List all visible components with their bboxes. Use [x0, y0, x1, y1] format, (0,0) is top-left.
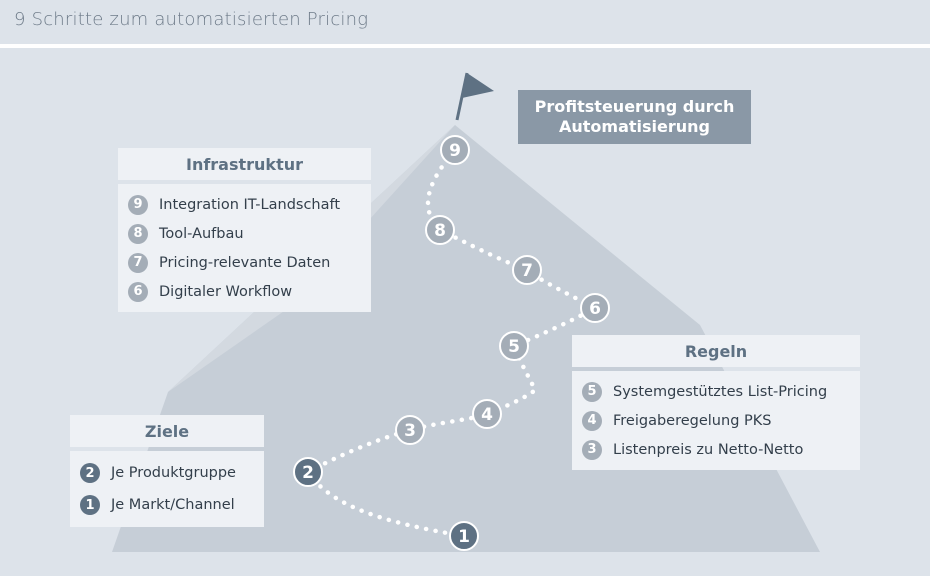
path-marker-4: 4: [472, 399, 502, 429]
regeln-box: Regeln 5 Systemgestütztes List-Pricing 4…: [572, 335, 860, 470]
path-marker-label: 2: [302, 463, 314, 483]
ziele-title: Ziele: [70, 415, 264, 447]
step-number-badge: 4: [582, 410, 602, 431]
goal-line-1: Profitsteuerung durch: [534, 97, 735, 116]
step-number-badge: 5: [582, 381, 602, 402]
path-marker-7: 7: [512, 255, 542, 285]
ziele-list: 2 Je Produktgruppe 1 Je Markt/Channel: [70, 451, 264, 527]
list-item: 1 Je Markt/Channel: [80, 489, 264, 521]
list-item: 3 Listenpreis zu Netto-Netto: [582, 435, 860, 464]
list-item: 4 Freigaberegelung PKS: [582, 406, 860, 435]
list-item-label: Freigaberegelung PKS: [613, 412, 772, 429]
list-item: 8 Tool-Aufbau: [128, 219, 371, 248]
path-marker-2: 2: [293, 457, 323, 487]
path-marker-circle: [425, 215, 455, 245]
path-marker-label: 4: [481, 405, 493, 425]
path-marker-9: 9: [440, 135, 470, 165]
path-marker-circle: [499, 331, 529, 361]
path-marker-5: 5: [499, 331, 529, 361]
path-marker-1: 1: [449, 521, 479, 551]
path-marker-8: 8: [425, 215, 455, 245]
regeln-list: 5 Systemgestütztes List-Pricing 4 Freiga…: [572, 371, 860, 470]
infrastruktur-title: Infrastruktur: [118, 148, 371, 180]
path-marker-circle: [395, 415, 425, 445]
step-number-badge: 7: [128, 252, 148, 273]
goal-line-2: Automatisierung: [559, 117, 710, 136]
list-item-label: Tool-Aufbau: [159, 225, 244, 242]
list-item: 7 Pricing-relevante Daten: [128, 248, 371, 277]
path-marker-label: 7: [521, 261, 533, 281]
regeln-title: Regeln: [572, 335, 860, 367]
step-number-badge: 9: [128, 194, 148, 215]
list-item: 6 Digitaler Workflow: [128, 277, 371, 306]
ziele-box: Ziele 2 Je Produktgruppe 1 Je Markt/Chan…: [70, 415, 264, 527]
list-item-label: Integration IT-Landschaft: [159, 196, 341, 213]
page-title: 9 Schritte zum automatisierten Pricing: [14, 9, 369, 30]
path-marker-circle: [472, 399, 502, 429]
path-marker-label: 8: [434, 221, 446, 241]
path-marker-label: 3: [404, 421, 416, 441]
path-marker-6: 6: [580, 293, 610, 323]
path-marker-label: 6: [589, 299, 601, 319]
goal-box: Profitsteuerung durch Automatisierung: [518, 90, 751, 144]
step-number-badge: 3: [582, 439, 602, 460]
list-item: 2 Je Produktgruppe: [80, 457, 264, 489]
path-marker-circle: [293, 457, 323, 487]
path-marker-circle: [580, 293, 610, 323]
path-marker-circle: [449, 521, 479, 551]
list-item-label: Systemgestütztes List-Pricing: [613, 383, 828, 400]
path-marker-3: 3: [395, 415, 425, 445]
path-marker-label: 1: [458, 527, 470, 547]
path-marker-circle: [440, 135, 470, 165]
step-number-badge: 2: [80, 463, 100, 483]
infrastruktur-list: 9 Integration IT-Landschaft 8 Tool-Aufba…: [118, 184, 371, 312]
step-number-badge: 6: [128, 281, 148, 302]
step-number-badge: 1: [80, 495, 100, 515]
list-item-label: Je Markt/Channel: [111, 497, 235, 513]
title-divider: [0, 44, 930, 48]
list-item-label: Digitaler Workflow: [159, 283, 293, 300]
step-number-badge: 8: [128, 223, 148, 244]
list-item: 5 Systemgestütztes List-Pricing: [582, 377, 860, 406]
path-marker-label: 9: [449, 141, 461, 161]
summit-flag: [455, 72, 494, 121]
infrastruktur-box: Infrastruktur 9 Integration IT-Landschaf…: [118, 148, 371, 312]
list-item: 9 Integration IT-Landschaft: [128, 190, 371, 219]
path-marker-label: 5: [508, 337, 520, 357]
list-item-label: Pricing-relevante Daten: [159, 254, 331, 271]
list-item-label: Je Produktgruppe: [111, 465, 236, 481]
path-markers: 1 2 3 4 5 6 7 8 9: [293, 135, 610, 551]
path-marker-circle: [512, 255, 542, 285]
list-item-label: Listenpreis zu Netto-Netto: [613, 441, 804, 458]
